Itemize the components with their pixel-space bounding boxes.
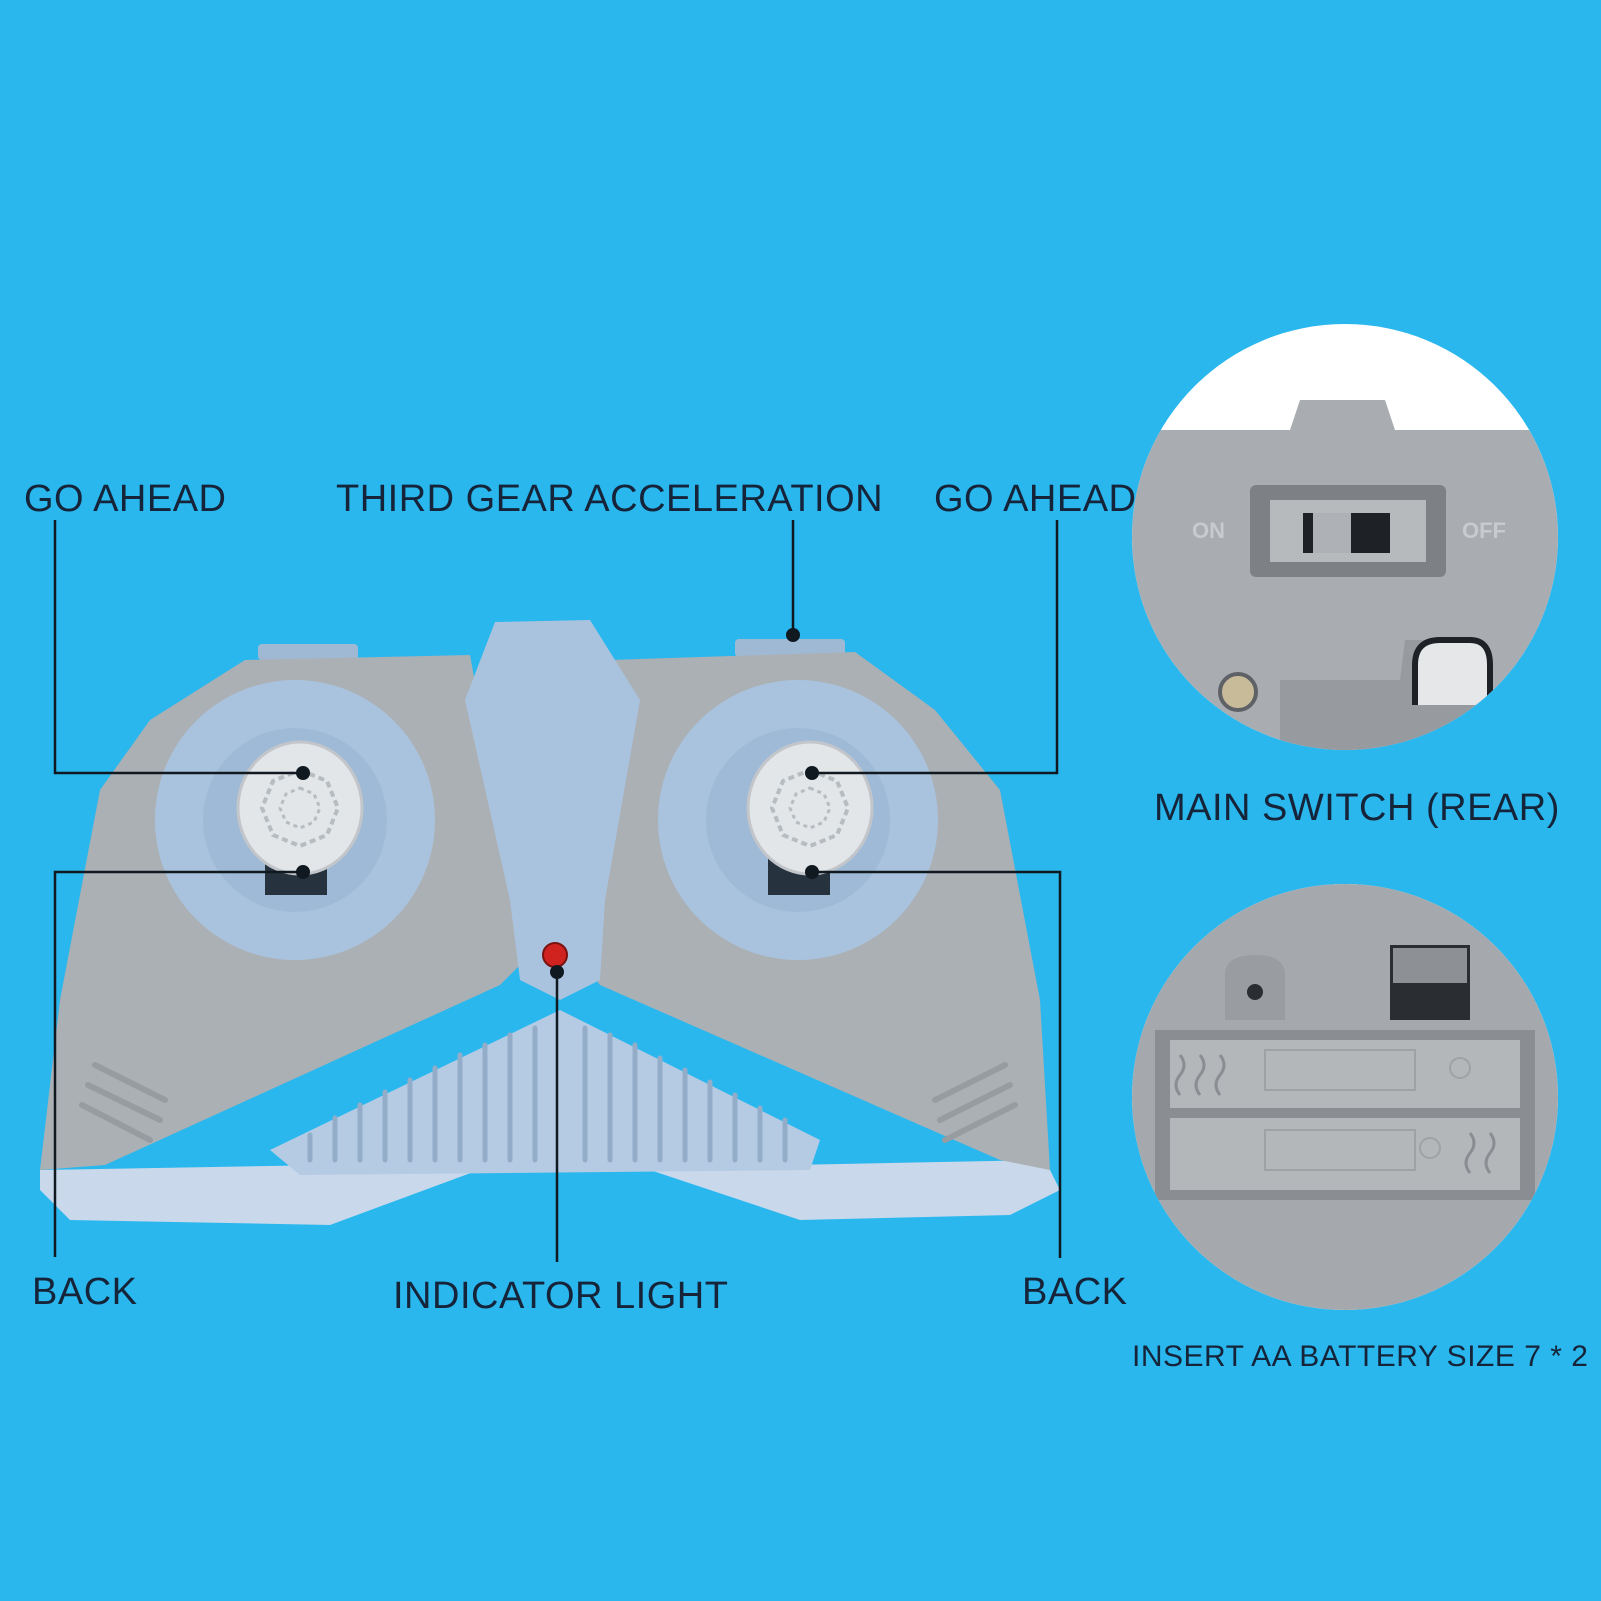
gear-button xyxy=(735,639,845,657)
battery-inset xyxy=(1132,884,1558,1310)
left-top-button xyxy=(258,644,358,660)
power-switch-slider xyxy=(1313,513,1351,553)
remote-controller xyxy=(40,620,1060,1225)
right-joystick-knob xyxy=(746,740,874,876)
vent-slots xyxy=(307,1025,788,1163)
callout-lines xyxy=(53,520,1062,1262)
go-ahead-left-label: GO AHEAD xyxy=(24,478,227,520)
main-switch-label: MAIN SWITCH (REAR) xyxy=(1154,787,1560,829)
go-ahead-right-label: GO AHEAD xyxy=(934,478,1137,520)
screw xyxy=(1218,672,1258,712)
right-grip-ridges xyxy=(932,1062,1018,1143)
center-spine xyxy=(465,620,640,1000)
main-switch-inset: ON OFF xyxy=(1132,324,1558,750)
back-right-label: BACK xyxy=(1022,1271,1128,1313)
left-grip-ridges xyxy=(79,1062,168,1143)
left-joystick-knob xyxy=(236,740,364,876)
battery-label: INSERT AA BATTERY SIZE 7 * 2 xyxy=(1132,1340,1589,1373)
switch-off-label: OFF xyxy=(1462,518,1506,543)
callout-dots xyxy=(296,628,819,979)
back-left-label: BACK xyxy=(32,1271,138,1313)
indicator-led xyxy=(542,942,568,968)
switch-on-label: ON xyxy=(1192,518,1225,543)
indicator-light-label: INDICATOR LIGHT xyxy=(393,1275,729,1317)
third-gear-label: THIRD GEAR ACCELERATION xyxy=(336,478,884,520)
